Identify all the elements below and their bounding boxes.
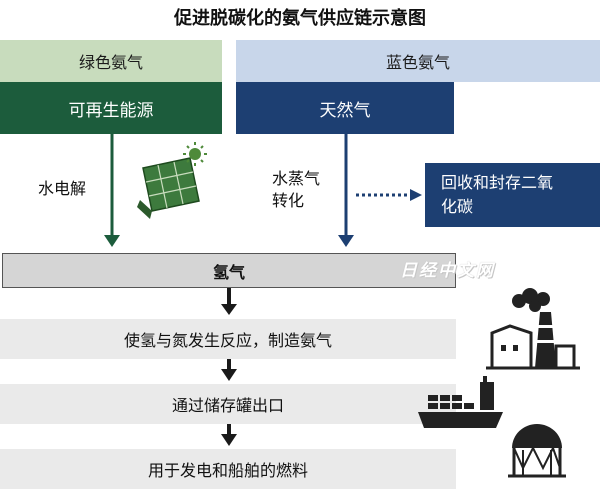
carbon-capture-line-1: 回收和封存二氧: [441, 173, 554, 192]
carbon-capture-box: 回收和封存二氧 化碳: [425, 163, 600, 227]
step-storage-export: 通过储存罐出口: [0, 384, 456, 424]
solar-panel-icon: [137, 157, 200, 219]
renewable-energy-box: 可再生能源: [0, 82, 222, 134]
flow-arrow-2: [221, 359, 237, 381]
diagram-title: 促进脱碳化的氨气供应链示意图: [174, 8, 426, 29]
watermark: 日经中文网: [400, 261, 495, 281]
flow-arrow-1: [221, 288, 237, 315]
blue-arrow: [338, 134, 354, 247]
carbon-capture-line-2: 化碳: [441, 197, 474, 216]
dotted-arrow-to-ccs: [356, 189, 422, 201]
electrolysis-label: 水电解: [38, 179, 87, 198]
green-arrow: [104, 134, 120, 247]
step-fuel-use: 用于发电和船舶的燃料: [0, 449, 456, 489]
step-ammonia-synthesis: 使氢与氮发生反应，制造氨气: [0, 319, 456, 359]
factory-icon: [486, 288, 580, 370]
natural-gas-box: 天然气: [236, 82, 454, 134]
storage-tank-icon: [508, 424, 566, 478]
hydrogen-bar: 氢气: [2, 253, 456, 288]
steam-reforming-label-2: 转化: [272, 191, 305, 210]
steam-reforming-label-1: 水蒸气: [272, 169, 321, 188]
flow-arrow-3: [221, 424, 237, 446]
cargo-ship-icon: [418, 376, 503, 428]
blue-ammonia-header: 蓝色氨气: [236, 40, 600, 82]
green-ammonia-header: 绿色氨气: [0, 40, 222, 82]
sun-icon: [183, 142, 207, 166]
